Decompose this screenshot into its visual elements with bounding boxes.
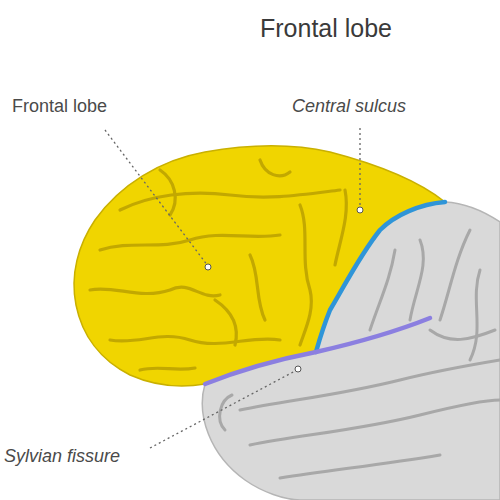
frontal-gyri [90, 160, 346, 370]
leader-dots [205, 207, 363, 372]
fissure-label: Sylvian fissure [4, 446, 120, 467]
frontal-lobe-region [74, 146, 445, 386]
diagram-title: Frontal lobe [260, 14, 392, 43]
central-sulcus-line [316, 202, 445, 352]
lobe-label: Frontal lobe [12, 96, 107, 117]
leader-lines [105, 128, 360, 448]
sylvian-fissure-line [205, 318, 430, 384]
sulcus-label: Central sulcus [292, 96, 406, 117]
